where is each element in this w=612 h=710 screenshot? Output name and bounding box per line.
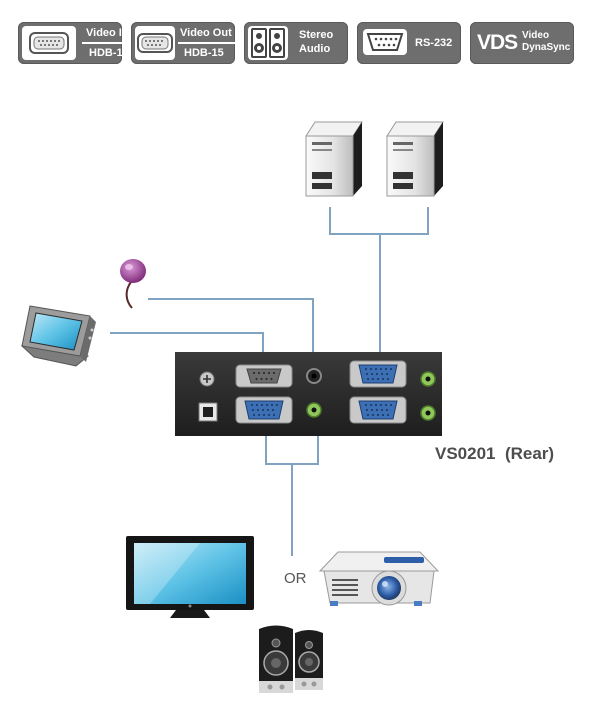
vga-in-port-2 <box>349 396 407 424</box>
stereo-label: Stereo <box>299 29 334 41</box>
badge-divider <box>178 42 235 44</box>
vga-in-port-1 <box>349 360 407 388</box>
or-label: OR <box>284 570 307 587</box>
serial-port-icon <box>363 29 407 55</box>
vds-dynasync-label: DynaSync <box>522 42 571 53</box>
vds-mark: VDS <box>477 31 518 54</box>
pc-tower-right <box>386 121 444 197</box>
power-jack <box>198 402 218 422</box>
touch-panel-cable <box>110 332 264 360</box>
ir-sensor <box>120 259 146 309</box>
video-in-port-label: HDB-15 <box>89 47 129 59</box>
cables <box>110 207 429 556</box>
vds-badge: VDS Video DynaSync <box>470 22 574 64</box>
video-out-port-label: HDB-15 <box>184 47 224 59</box>
badge-divider <box>82 42 122 44</box>
pc-tower-left <box>305 121 363 197</box>
pc-cable <box>329 207 429 235</box>
audio-out-jack <box>306 402 322 418</box>
rs232-badge: RS-232 <box>357 22 461 64</box>
rs232-port <box>235 364 293 388</box>
vga-out-port <box>235 396 293 424</box>
touch-panel <box>20 305 96 367</box>
stereo-speakers <box>259 625 323 693</box>
vga-connector-icon <box>22 26 76 60</box>
video-out-label: Video Out <box>180 27 232 39</box>
vds-video-label: Video <box>522 30 550 41</box>
speaker-icon <box>248 26 288 60</box>
audio-sensor-cable <box>148 298 314 368</box>
stereo-audio-badge: Stereo Audio <box>244 22 348 64</box>
vga-connector-icon <box>135 26 175 60</box>
rs232-label: RS-232 <box>415 37 453 49</box>
audio-in-jack-1 <box>420 371 436 387</box>
audio-label: Audio <box>299 43 331 55</box>
video-in-label: Video In <box>86 27 129 39</box>
ground-screw <box>199 371 215 387</box>
video-in-badge: Video In HDB-15 <box>18 22 129 64</box>
device-caption: VS0201 (Rear) <box>435 444 555 463</box>
lcd-monitor <box>126 536 254 618</box>
projector <box>318 551 440 606</box>
audio-in-jack-2 <box>420 405 436 421</box>
video-out-badge: Video Out HDB-15 <box>131 22 235 64</box>
audio-in-jack <box>306 368 322 384</box>
vs0201-rear-panel <box>175 352 442 436</box>
